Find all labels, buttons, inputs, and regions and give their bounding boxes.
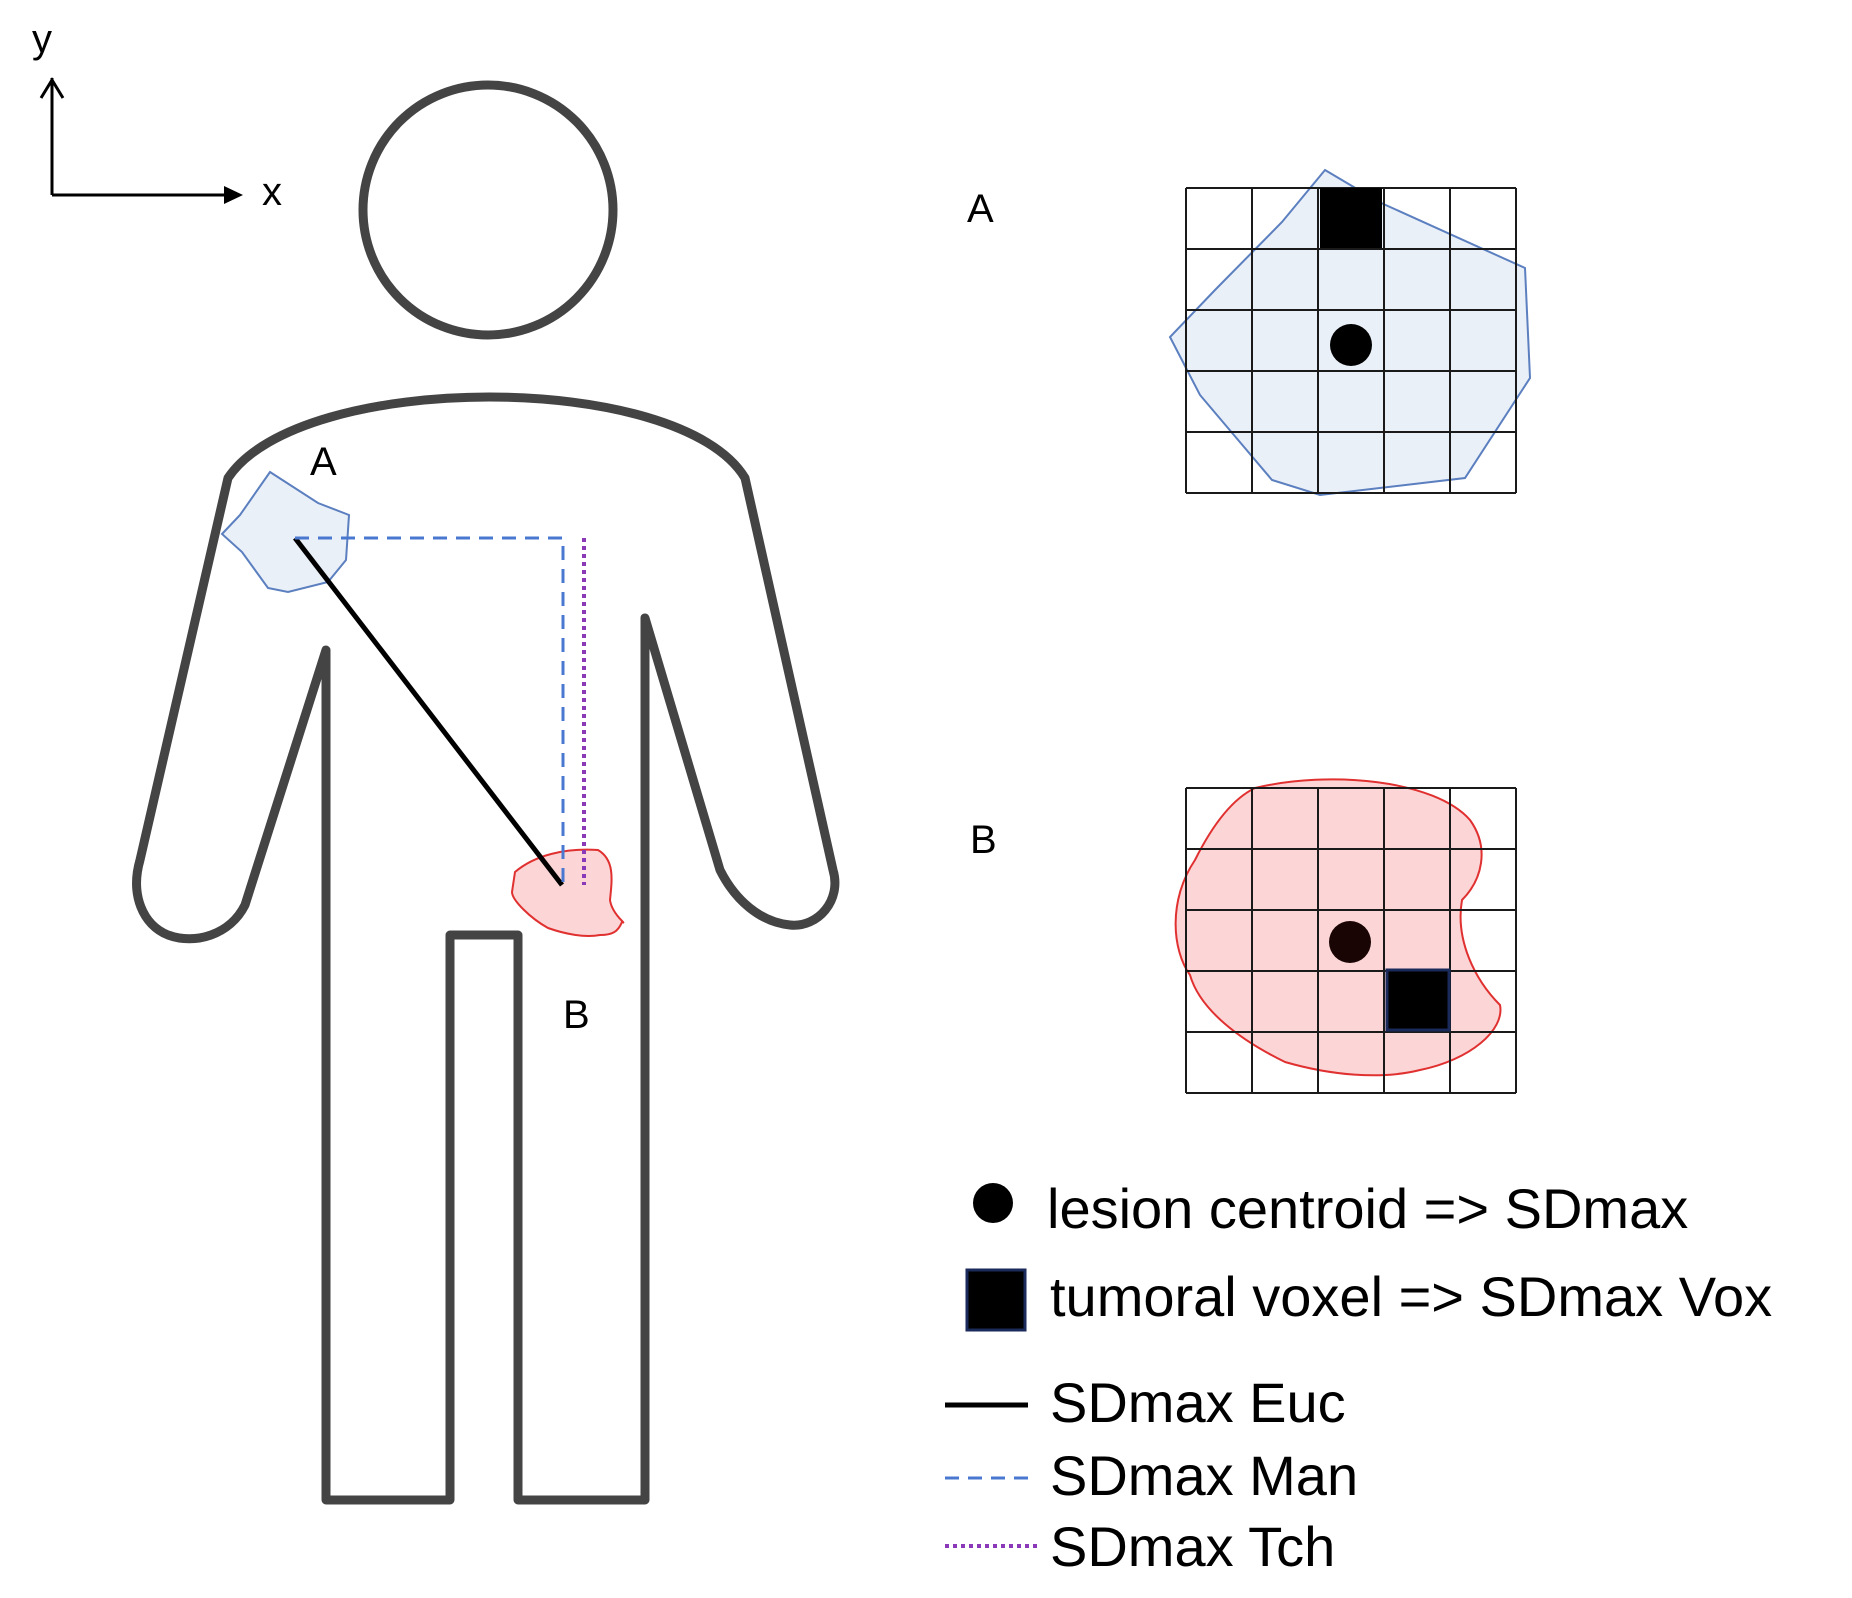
tumoral-voxel-b: [1385, 968, 1451, 1032]
euclidean-distance-line: [293, 536, 564, 887]
y-axis-arrowhead: [39, 77, 65, 99]
x-axis-arrowhead: [224, 186, 243, 204]
voxel-grid-a: [1168, 168, 1532, 497]
legend-centroid-label: lesion centroid => SDmax: [1047, 1177, 1688, 1240]
voxel-grid-b: [1174, 778, 1517, 1094]
body-label-a: A: [310, 440, 337, 484]
panel-label-a: A: [967, 187, 994, 231]
lesion-a-shape: [220, 470, 351, 594]
lesion-b-shape: [510, 848, 625, 938]
torso-outline: [132, 392, 840, 1505]
lesion-centroid-a: [1330, 324, 1372, 366]
legend-voxel-symbol: [965, 1268, 1027, 1332]
body-label-b: B: [563, 993, 590, 1037]
legend-centroid-symbol: [973, 1183, 1013, 1223]
tumoral-voxel-a: [1320, 188, 1382, 248]
y-axis-label: y: [32, 17, 52, 61]
legend-voxel-label: tumoral voxel => SDmax Vox: [1050, 1265, 1772, 1328]
panel-label-b: B: [970, 818, 997, 862]
legend-manhattan-label: SDmax Man: [1050, 1444, 1358, 1507]
legend-chebyshev-label: SDmax Tch: [1050, 1515, 1335, 1578]
x-axis-label: x: [262, 170, 282, 214]
human-figure: [132, 80, 840, 1505]
head-outline: [358, 80, 618, 340]
axis-indicator: y x: [32, 17, 282, 214]
legend: lesion centroid => SDmax tumoral voxel =…: [945, 1177, 1772, 1578]
legend-euclidean-label: SDmax Euc: [1050, 1371, 1346, 1434]
lesion-centroid-b: [1329, 921, 1371, 963]
